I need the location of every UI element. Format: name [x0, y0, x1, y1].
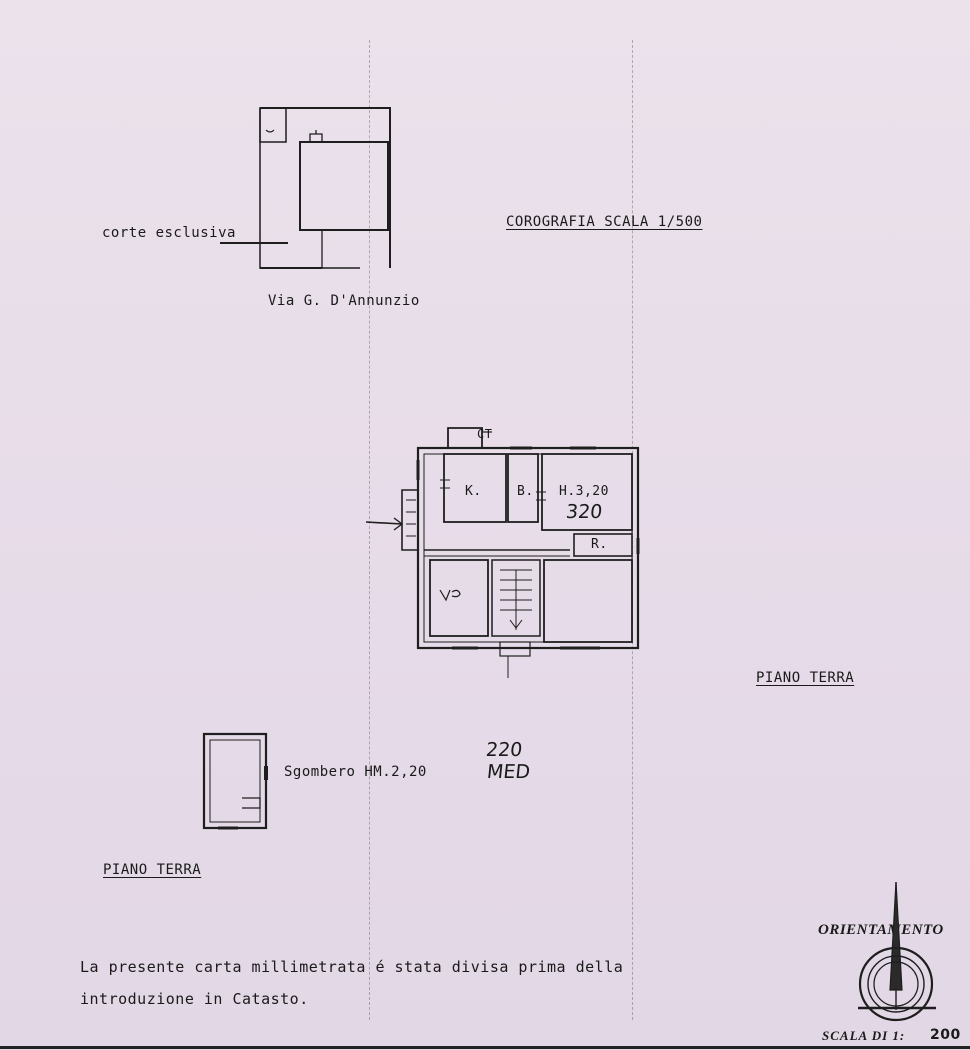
scale-value: 200	[930, 1027, 961, 1043]
orientation-label: ORIENTAMENTO	[818, 922, 944, 938]
room-label-b: B.	[517, 484, 534, 499]
room-height-label: H.3,20	[559, 484, 609, 499]
storage-hand-value: 220	[484, 739, 524, 761]
site-plan-drawing	[220, 107, 391, 269]
floor-label-main: PIANO TERRA	[756, 670, 855, 686]
room-height-handwritten: 320	[564, 501, 604, 523]
north-arrow-icon	[858, 881, 936, 1022]
ct-label: CT	[477, 427, 493, 441]
fold-line-left	[369, 40, 370, 1020]
storage-label: Sgombero HM.2,20	[284, 764, 427, 780]
corografia-title: COROGRAFIA SCALA 1/500	[506, 214, 703, 230]
floor-label-storage: PIANO TERRA	[103, 862, 202, 878]
court-label: corte esclusiva	[102, 225, 236, 241]
room-label-k: K.	[465, 484, 482, 499]
note-line-2: introduzione in Catasto.	[80, 990, 309, 1008]
note-line-1: La presente carta millimetrata é stata d…	[80, 958, 624, 976]
storage-hand-note: MED	[485, 761, 532, 783]
bottom-border-line	[0, 1046, 970, 1049]
room-label-r: R.	[591, 537, 608, 552]
storage-plan	[202, 732, 268, 830]
scale-label: SCALA DI 1:	[822, 1028, 906, 1043]
ground-floor-plan	[365, 427, 640, 678]
street-label: Via G. D'Annunzio	[268, 293, 420, 309]
